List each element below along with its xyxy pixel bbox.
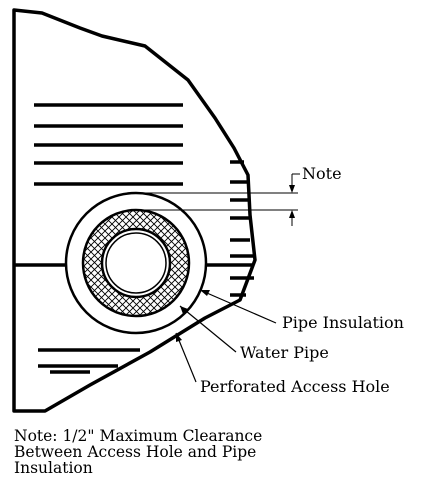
leader-arrow-access-hole [176,333,182,342]
footnote-line-2: Between Access Hole and Pipe [14,443,257,461]
clearance-arrow-top [289,185,295,193]
wall-outline [12,8,257,413]
wall-hatch-upper [34,103,183,186]
leader-arrow-insulation [200,290,210,296]
footnote-line-3: Insulation [14,459,93,477]
pipe-insulation-label: Pipe Insulation [282,313,404,332]
wall-hatch-lower [38,348,140,374]
clearance-arrow-bottom [289,210,295,218]
leader-lines [175,289,277,383]
wall-hatch-edge [230,160,254,297]
water-pipe-label: Water Pipe [240,343,329,362]
footnote: Note: 1/2" Maximum Clearance Between Acc… [14,428,414,476]
note-callout-label: Note [302,164,342,183]
water-pipe-inner-wall [105,232,167,294]
leader-arrow-water-pipe [180,306,188,314]
footnote-line-1: Note: 1/2" Maximum Clearance [14,427,263,445]
access-hole-label: Perforated Access Hole [200,377,390,396]
